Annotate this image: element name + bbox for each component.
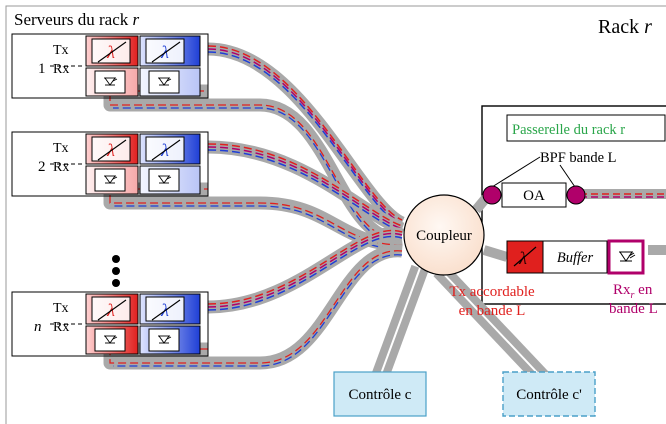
photodiode-stroke [166,176,172,180]
wavelength-dashes [207,235,403,311]
wavelength-dashes [207,143,403,227]
row-index: n [34,319,42,335]
buffer-box [542,240,608,274]
photodiode-icon [619,251,636,262]
tunable-arrow [97,41,127,63]
wavelength-dashes [207,45,403,221]
photodiode-box [94,328,126,352]
tx-label: Tx [53,301,69,316]
wavelength-dashes [113,205,403,250]
tx-fiber [207,227,405,314]
tunable-arrow [151,299,181,321]
wavelength-dashes [207,51,403,227]
bpf-label: BPF bande L [540,150,617,166]
photodiode-stroke [166,78,172,82]
tunable-arrow [151,139,181,161]
fiber-bundles [103,42,509,370]
tx-tunable-label-2: en bande L [459,303,526,319]
bpf-leader-line [491,156,541,188]
tunable-arrow [151,41,181,63]
photodiode-icon [158,77,172,86]
tunable-arrow [97,299,127,321]
control-c-box [333,371,427,417]
tx-label: Tx [53,141,69,156]
control-c-prime-label: Contrôle c' [516,387,582,403]
servers-title: Serveurs du rack r [14,10,140,29]
photodiode-icon [104,335,118,344]
wavelength-dashes [207,149,403,233]
row-index: 2 [38,159,46,175]
wavelength-dashes [109,250,403,364]
photodiode-icon [158,335,172,344]
wavelength-dashes [207,146,403,230]
gateway-label: Passerelle du rack r [512,122,625,138]
photodiode-icon [104,175,118,184]
wavelength-dashes [113,254,403,367]
wavelength-dashes [207,229,403,305]
red-lambda: λ [106,140,115,160]
wavelength-dashes [207,48,403,224]
tx-tunable-label: Tx accordable [449,284,535,300]
photodiode-icon [158,175,172,184]
photodiode-box [148,328,180,352]
rx-label: Rx [53,160,69,175]
blue-lambda: λ [160,42,169,62]
red-lambda: λ [106,42,115,62]
server-block [11,291,209,357]
bpf-leader-line [559,164,576,188]
photodiode-stroke [112,336,118,340]
red-lambda: λ [106,300,115,320]
rx-label: Rx [53,62,69,77]
wavelength-dashes [207,232,403,308]
server-block [11,33,209,99]
photodiode-stroke [112,78,118,82]
control-c-prime-box [502,371,596,417]
photodiode-icon [104,77,118,86]
photodiode-stroke [166,336,172,340]
photodiode-box [94,70,126,94]
outer-frame [5,5,666,424]
rx-l-band-label: Rxr en [613,282,653,301]
bpf-filter-left [482,185,502,205]
blue-lambda: λ [160,300,169,320]
photodiode-box [148,168,180,192]
row-index: 1 [38,61,46,77]
oa-amplifier [501,182,567,208]
ellipsis-dots [112,255,120,287]
blue-tx-inner [145,296,185,322]
buffer-label: Buffer [557,250,594,266]
rx-label: Rx [53,320,69,335]
oa-label: OA [523,188,545,204]
rack-title: Rack r [598,16,652,38]
coupler-label: Coupleur [416,228,472,244]
gateway-fiber [482,245,509,262]
control-links [369,263,553,389]
coupler [403,194,485,276]
photodiode-box [94,168,126,192]
photodiode-box [148,70,180,94]
server-block [11,131,209,197]
blue-tx-inner [145,38,185,64]
photodiode-stroke [112,176,118,180]
tx-label: Tx [53,43,69,58]
bpf-filter-right [566,185,586,205]
blue-lambda: λ [160,140,169,160]
rx-l-band-label-2: bande L [609,301,658,317]
control-c-label: Contrôle c [349,387,412,403]
tunable-arrow [97,139,127,161]
rx-receiver [607,239,645,275]
gateway-label-box [506,114,666,142]
tunable-tx-arrow [513,246,537,267]
